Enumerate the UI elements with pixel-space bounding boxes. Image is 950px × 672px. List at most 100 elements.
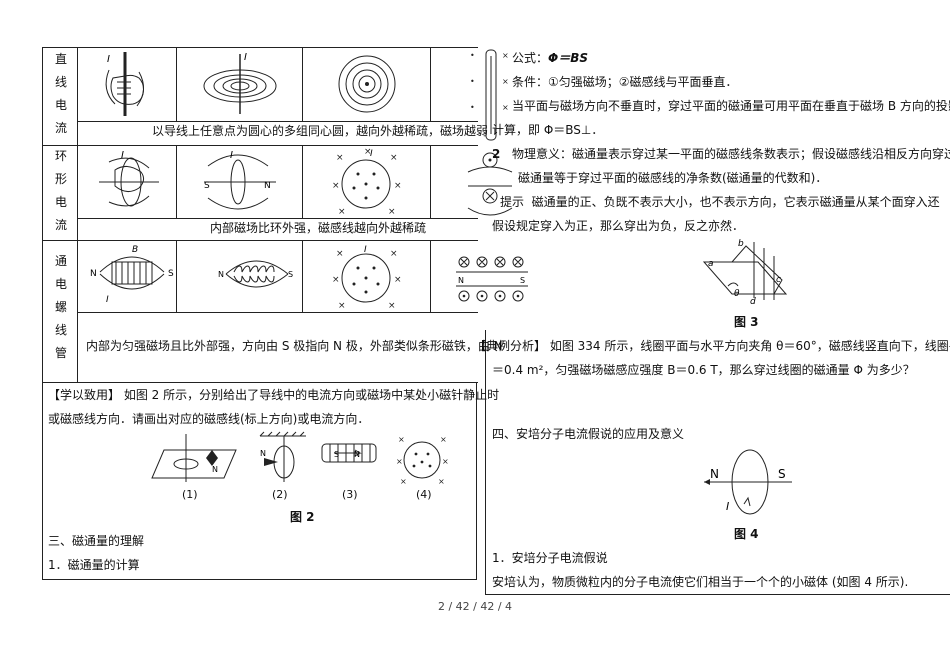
figure-2-sub-3: S N: [321, 443, 377, 463]
col-divider: [302, 47, 303, 121]
label-N: N: [260, 449, 266, 458]
col-divider: [302, 240, 303, 312]
section-4-heading: 四、安培分子电流假说的应用及意义: [492, 427, 685, 441]
svg-text:×: ×: [388, 207, 396, 217]
row-divider: [42, 145, 478, 146]
svg-text:×: ×: [332, 275, 340, 285]
concentric-field-lines-tilted: I: [203, 52, 277, 114]
row-head-char: 流: [54, 121, 67, 135]
row-divider: [77, 121, 478, 122]
label-S: S: [168, 269, 174, 279]
label-S: S: [520, 276, 525, 285]
physical-meaning-number: 2: [492, 147, 501, 161]
row-head-char: 通: [54, 254, 67, 268]
figure-2-sub-2: N: [259, 431, 306, 482]
solenoid-description: 内部为匀强磁场且比外部强，方向由 S 极指向 N 极，外部类似条形磁铁，由 N: [86, 339, 503, 353]
label-b: b: [738, 239, 744, 249]
row-head-char: 管: [54, 346, 67, 360]
label-N: N: [354, 450, 360, 459]
svg-text:×: ×: [336, 249, 344, 259]
row-head-char: 直: [54, 52, 67, 66]
row-head-char: 线: [54, 75, 67, 89]
row-head-straight: 直 线 电 流: [48, 48, 74, 140]
col-divider: [176, 240, 177, 312]
figure-4-molecular-current: N S I: [704, 449, 792, 515]
figure-2-sub-4: ××××××: [396, 435, 449, 486]
figure-2-sub-label-4: (4): [416, 488, 432, 501]
row-head-char: 线: [54, 323, 67, 337]
physical-meaning-line-2: 磁通量等于穿过平面的磁感线的净条数(磁通量的代数和)．: [518, 171, 828, 185]
section-3-heading: 三、磁通量的理解: [48, 534, 145, 548]
svg-text:×: ×: [364, 147, 372, 157]
table-bottom-border: [42, 382, 478, 383]
left-page-right-border: [476, 382, 477, 580]
fig4-label-I: I: [726, 500, 729, 513]
svg-text:×: ×: [388, 301, 396, 311]
hint-line: 提示 磁通量的正、负既不表示大小，也不表示方向，它表示磁通量从某个面穿入还: [500, 194, 940, 210]
row-head-char: 螺: [54, 300, 67, 314]
hint-label: 提示: [500, 195, 525, 209]
ring-current-field-side-view: S N I: [204, 150, 276, 210]
label-N: N: [458, 276, 464, 285]
svg-text:×: ×: [336, 153, 344, 163]
svg-text:×: ×: [394, 275, 402, 285]
hint-text: 磁通量的正、负既不表示大小，也不表示方向，它表示磁通量从某个面穿入还: [531, 195, 940, 209]
ring-current-field-top-view: ××× ×××× I: [332, 147, 402, 217]
label-I: I: [106, 295, 109, 305]
figure-2-caption: 图 2: [290, 510, 315, 524]
label-a: a: [708, 259, 714, 269]
nonperpendicular-line: 当平面与磁场方向不垂直时，穿过平面的磁通量可用平面在垂直于磁场 B 方向的投影: [512, 99, 950, 113]
fig4-label-N: N: [710, 467, 719, 481]
concentric-field-lines-top-view: [338, 55, 396, 113]
label-S: S: [334, 450, 339, 459]
svg-text:×: ×: [396, 457, 403, 466]
table-head-divider: [77, 47, 78, 382]
svg-text:×: ×: [390, 249, 398, 259]
row-divider: [42, 240, 478, 241]
svg-text:•: •: [470, 77, 475, 86]
hypothesis-title: 1．安培分子电流假说: [492, 551, 608, 565]
left-page-bottom-border: [42, 579, 477, 580]
example-text-1: 【典例分析】 如图 334 所示，线圈平面与水平方向夹角 θ＝60°，磁感线竖直…: [474, 339, 950, 353]
example-line-1: 【典例分析】 如图 334 所示，线圈平面与水平方向夹角 θ＝60°，磁感线竖直…: [474, 338, 950, 354]
svg-text:×: ×: [438, 477, 445, 486]
svg-text:•: •: [470, 103, 475, 112]
right-page-bottom-border: [485, 594, 950, 595]
fig4-label-S: S: [778, 467, 786, 481]
svg-text:×: ×: [442, 457, 449, 466]
condition-line: 条件：①匀强磁场；②磁感线与平面垂直．: [512, 75, 738, 89]
row-head-char: 环: [54, 149, 67, 163]
table-top-border: [42, 47, 478, 48]
label-I: I: [107, 54, 110, 65]
svg-text:×: ×: [502, 51, 509, 60]
col-divider: [430, 240, 431, 312]
formula-label: 公式：: [512, 51, 549, 65]
svg-text:×: ×: [338, 207, 346, 217]
svg-text:×: ×: [440, 435, 447, 444]
col-divider: [302, 145, 303, 218]
col-divider: [430, 47, 431, 121]
label-B: B: [132, 245, 138, 255]
svg-text:×: ×: [502, 77, 509, 86]
exercise-line-1: 【学以致用】 如图 2 所示，分别给出了导线中的电流方向或磁场中某处小磁针静止时: [48, 388, 500, 402]
ring-description: 内部磁场比环外强，磁感线越向外越稀疏: [210, 221, 427, 235]
row-head-char: 形: [54, 172, 67, 186]
col-divider: [430, 145, 431, 218]
label-I: I: [121, 150, 124, 161]
row-head-char: 电: [54, 98, 67, 112]
subsection-1-heading: 1．磁通量的计算: [48, 558, 140, 572]
svg-text:•: •: [470, 51, 475, 60]
right-page-left-border: [485, 330, 486, 595]
label-N: N: [90, 269, 97, 279]
label-I: I: [244, 52, 247, 63]
hypothesis-text: 安培认为，物质微粒内的分子电流使它们相当于一个个的小磁体 (如图 4 所示).: [492, 575, 909, 589]
label-I: I: [370, 149, 373, 159]
figure-2-sub-label-2: (2): [272, 488, 288, 501]
label-theta: θ: [734, 289, 740, 299]
label-c: c: [776, 275, 781, 285]
table-left-border: [42, 47, 43, 580]
row-head-char: 电: [54, 277, 67, 291]
label-N: N: [218, 270, 224, 279]
svg-text:×: ×: [332, 181, 340, 191]
label-S: S: [288, 270, 293, 279]
